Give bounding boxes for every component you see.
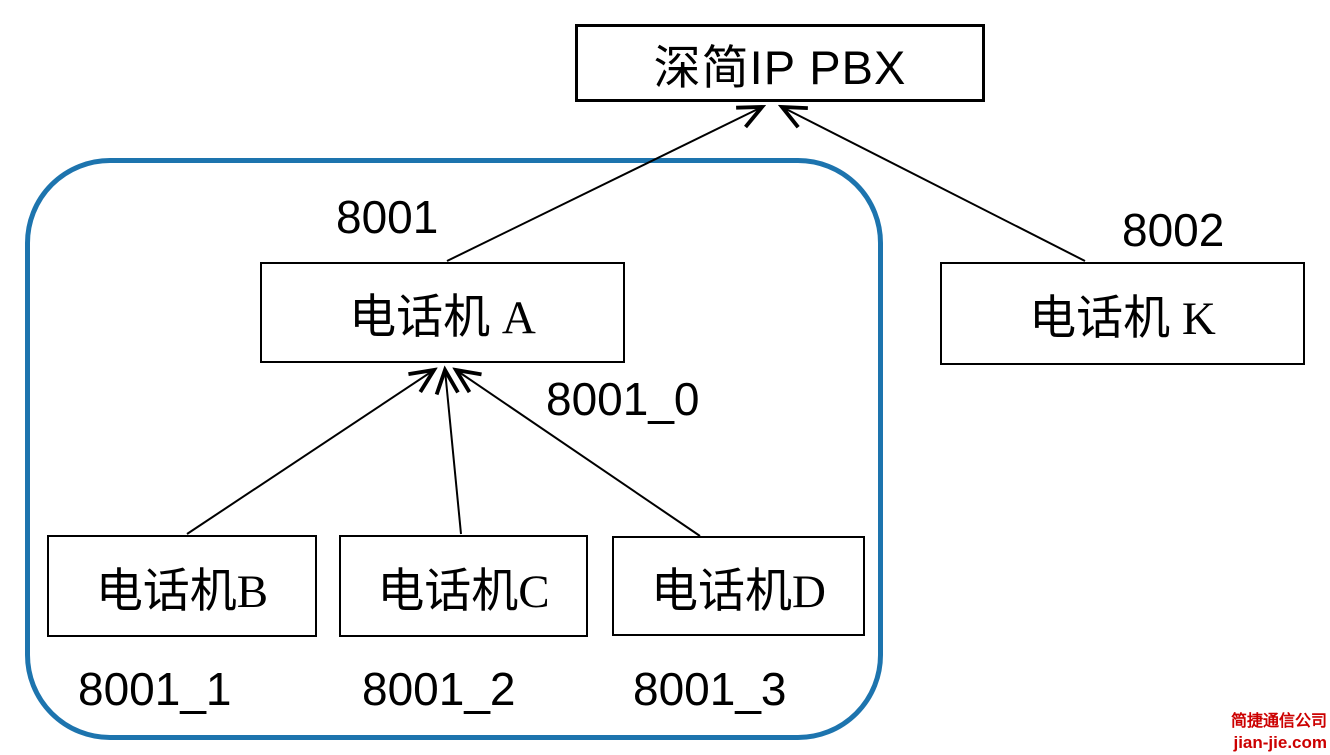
node-phone-k-label: 电话机 K <box>1029 293 1216 345</box>
watermark-company: 简捷通信公司 <box>1230 712 1327 730</box>
extension-label-phone-d: 8001_3 <box>633 663 787 715</box>
node-phone-a: 电话机 A <box>260 262 625 363</box>
node-phone-c: 电话机C <box>339 535 588 637</box>
node-phone-k: 电话机 K <box>940 262 1305 365</box>
extension-label-phone-c: 8001_2 <box>362 663 516 715</box>
extension-group-outline <box>25 158 883 740</box>
node-phone-c-label: 电话机C <box>377 565 550 618</box>
node-phone-a-label: 电话机 A <box>349 292 536 344</box>
node-phone-b-label: 电话机B <box>95 565 269 618</box>
node-phone-d-label: 电话机D <box>651 565 826 618</box>
extension-label-phone-b: 8001_1 <box>78 663 232 715</box>
node-pbx: 深简IP PBX <box>575 24 985 102</box>
node-pbx-label: 深简IP PBX <box>653 40 907 94</box>
node-phone-d: 电话机D <box>612 536 865 636</box>
extension-label-phone-a: 8001 <box>336 191 439 243</box>
extension-label-phone-k: 8002 <box>1122 204 1225 256</box>
node-phone-b: 电话机B <box>47 535 317 637</box>
extension-label-child-group: 8001_0 <box>546 373 700 425</box>
watermark: 简捷通信公司 jian-jie.com <box>1231 712 1327 753</box>
watermark-website: jian-jie.com <box>1233 732 1327 752</box>
